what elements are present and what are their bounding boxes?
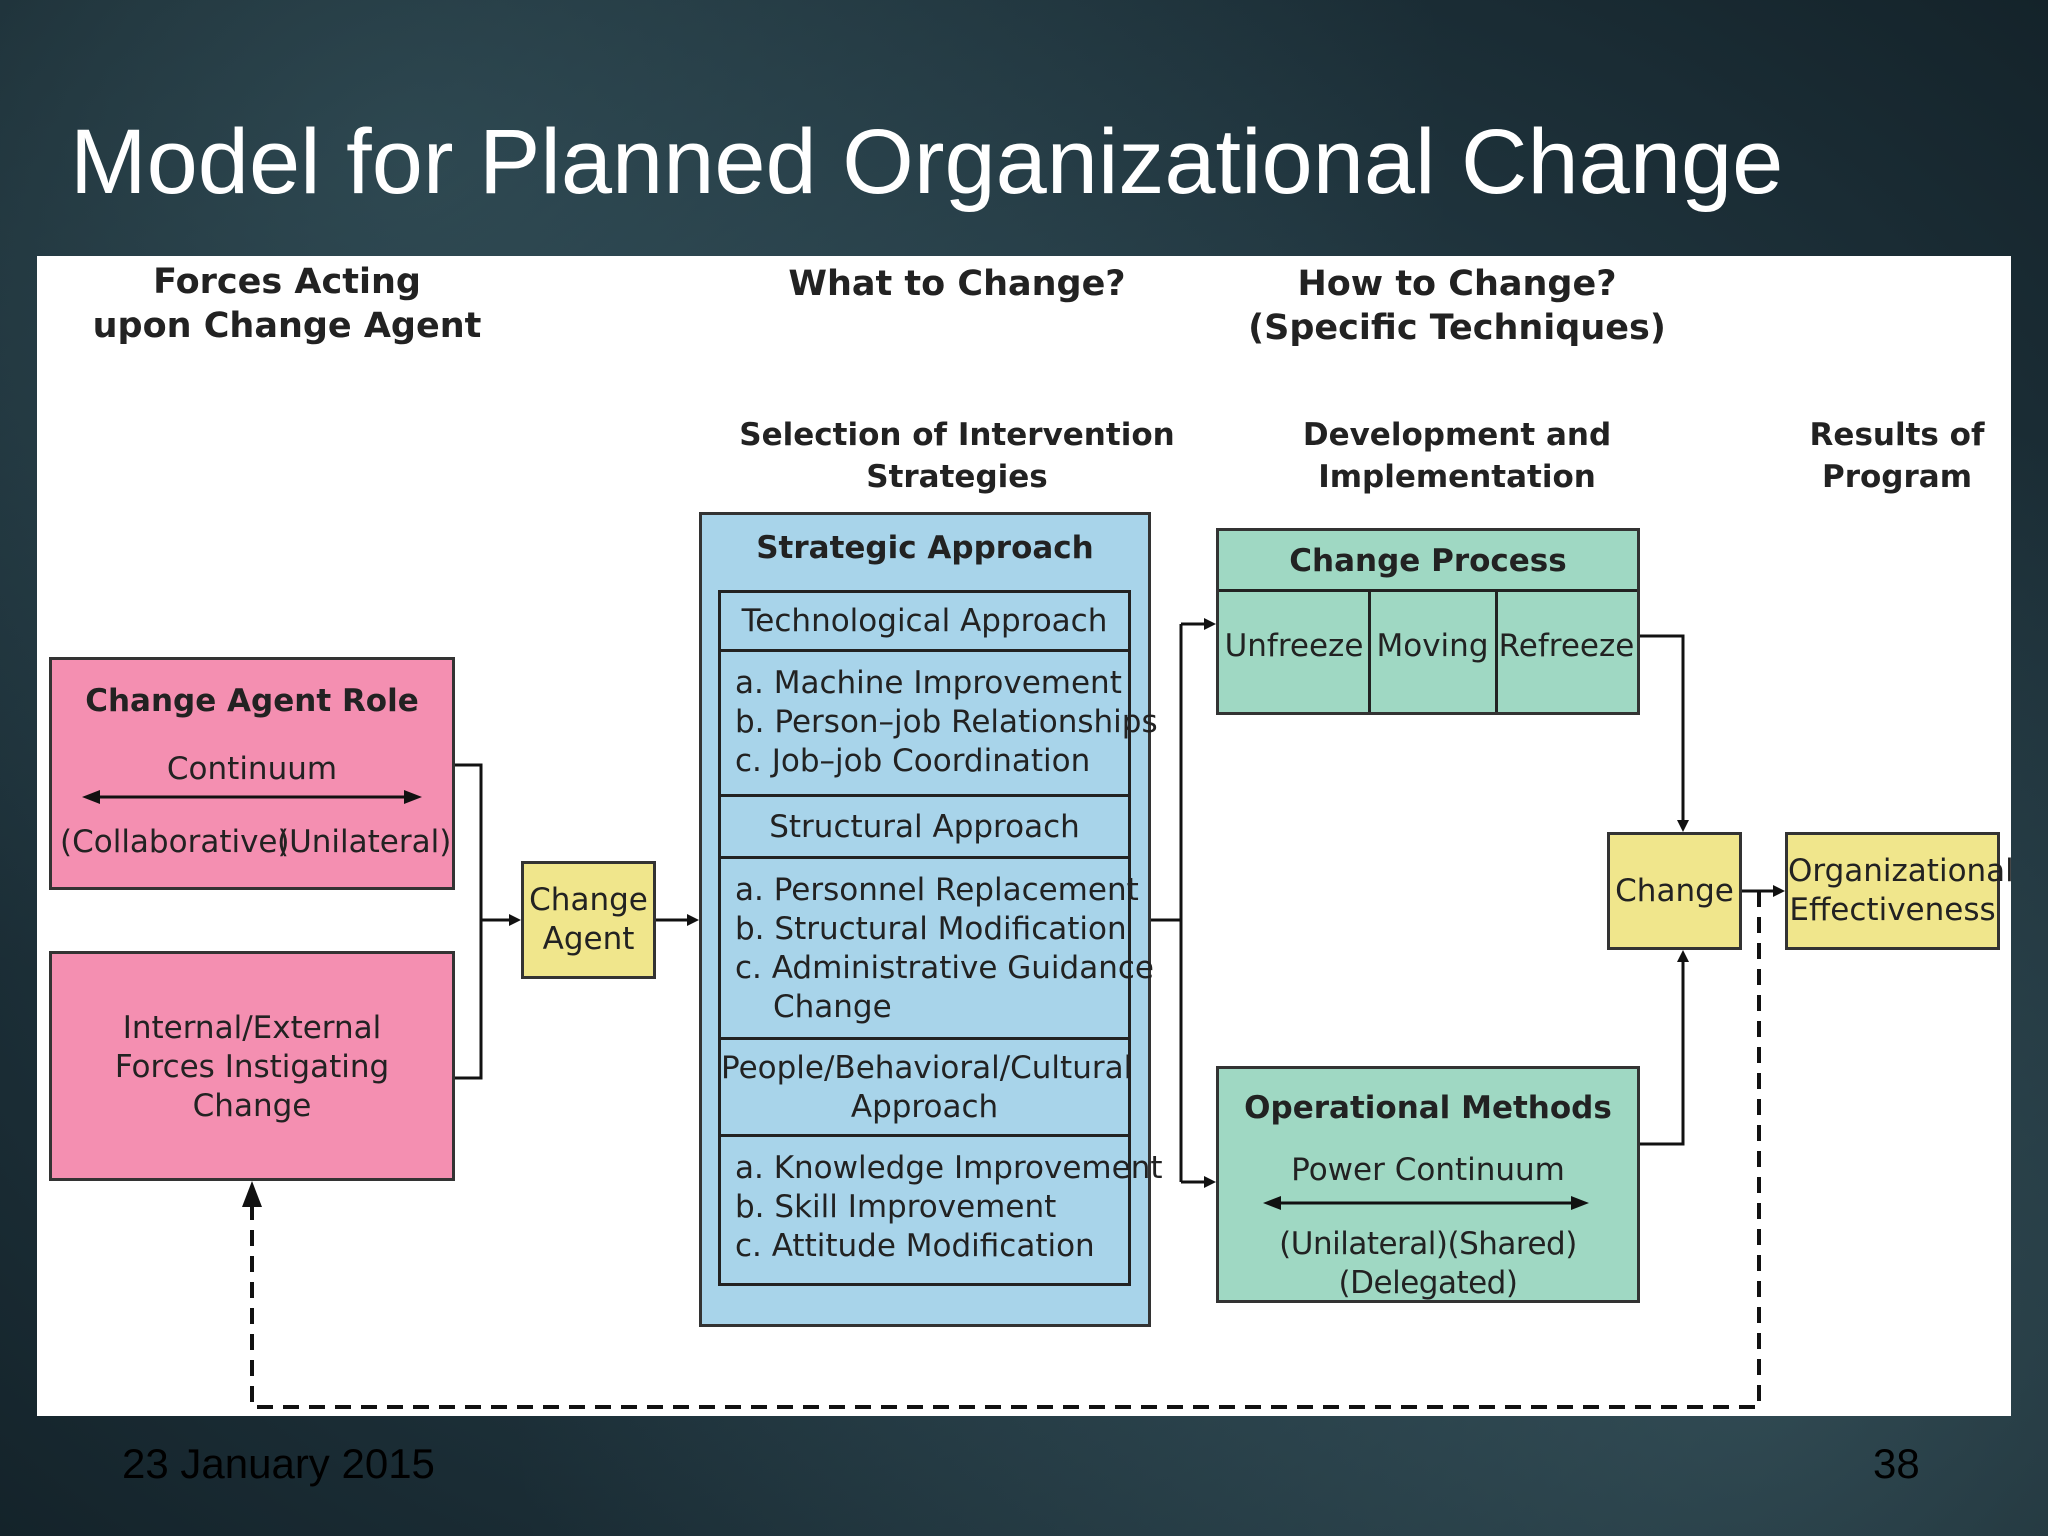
step-refreeze: Refreeze (1498, 628, 1635, 664)
list-item: b. Structural Modification (735, 911, 1127, 947)
continuum-label: Continuum (166, 751, 338, 787)
what-to-change-header: What to Change? (788, 264, 1126, 304)
technological-items-cell: a. Machine Improvement b. Person–job Rel… (718, 649, 1158, 797)
change-agent-text: Change Agent (529, 882, 648, 957)
step-moving: Moving (1376, 628, 1489, 664)
development-header: Development and Implementation (1302, 417, 1612, 495)
list-item: Change (773, 989, 892, 1025)
organizational-effectiveness-box: Organizational Effectiveness (1785, 832, 2014, 950)
effectiveness-text: Organizational Effectiveness (1788, 853, 2014, 928)
unilateral-label: (Unilateral) (277, 824, 452, 860)
forces-box-text: Internal/External Forces Instigating Cha… (114, 1010, 390, 1124)
collaborative-label: (Collaborative) (60, 824, 290, 860)
how-to-change-header: How to Change? (Specific Techniques) (1248, 264, 1666, 348)
diagram-panel: Forces Acting upon Change Agent What to … (37, 256, 2014, 1416)
step-unfreeze: Unfreeze (1224, 628, 1364, 664)
list-item: c. Administrative Guidance (735, 950, 1154, 986)
people-approach-title: People/Behavioral/Cultural Approach (721, 1050, 1133, 1125)
change-agent-box: Change Agent (521, 861, 656, 979)
list-item: a. Machine Improvement (735, 665, 1122, 701)
list-item: a. Knowledge Improvement (735, 1150, 1163, 1186)
list-item: a. Personnel Replacement (735, 872, 1139, 908)
change-process-title: Change Process (1289, 543, 1567, 579)
people-items: a. Knowledge Improvement b. Skill Improv… (735, 1149, 1163, 1266)
change-agent-role-title: Change Agent Role (85, 683, 419, 719)
continuum-arrow (82, 790, 422, 804)
people-items-cell: a. Knowledge Improvement b. Skill Improv… (718, 1134, 1163, 1286)
internal-external-forces-box: Internal/External Forces Instigating Cha… (49, 951, 455, 1181)
technological-approach-title: Technological Approach (741, 603, 1108, 639)
technological-approach-cell: Technological Approach (718, 590, 1131, 652)
structural-approach-cell: Structural Approach (718, 794, 1131, 859)
strategic-approach-title: Strategic Approach (756, 530, 1094, 566)
slide-title: Model for Planned Organizational Change (70, 111, 1784, 213)
strategic-approach-box: Strategic Approach Technological Approac… (699, 512, 1163, 1327)
change-agent-role-box: Change Agent Role Continuum (Collaborati… (49, 657, 455, 890)
forces-header: Forces Acting upon Change Agent (92, 262, 482, 346)
slide-date: 23 January 2015 (122, 1440, 435, 1487)
slide-page-number: 38 (1873, 1440, 1920, 1487)
structural-items-cell: a. Personnel Replacement b. Structural M… (718, 856, 1154, 1040)
selection-header: Selection of Intervention Strategies (739, 417, 1175, 495)
change-box-text: Change (1615, 873, 1734, 909)
structural-items: a. Personnel Replacement b. Structural M… (735, 871, 1154, 1027)
list-item: b. Skill Improvement (735, 1189, 1057, 1225)
change-process-box: Change Process Unfreeze Moving Refreeze (1216, 528, 1640, 715)
technological-items: a. Machine Improvement b. Person–job Rel… (735, 664, 1158, 781)
list-item: b. Person–job Relationships (735, 704, 1158, 740)
structural-approach-title: Structural Approach (769, 809, 1080, 845)
list-item: c. Attitude Modification (735, 1228, 1095, 1264)
people-approach-cell: People/Behavioral/Cultural Approach (718, 1037, 1133, 1137)
change-box: Change (1607, 832, 1742, 950)
results-header: Results of Program (1809, 417, 1985, 495)
power-scale: (Unilateral)(Shared)(Delegated) (1279, 1226, 1577, 1301)
list-item: c. Job–job Coordination (735, 743, 1091, 779)
operational-methods-box: Operational Methods Power Continuum (Uni… (1216, 1066, 1640, 1303)
